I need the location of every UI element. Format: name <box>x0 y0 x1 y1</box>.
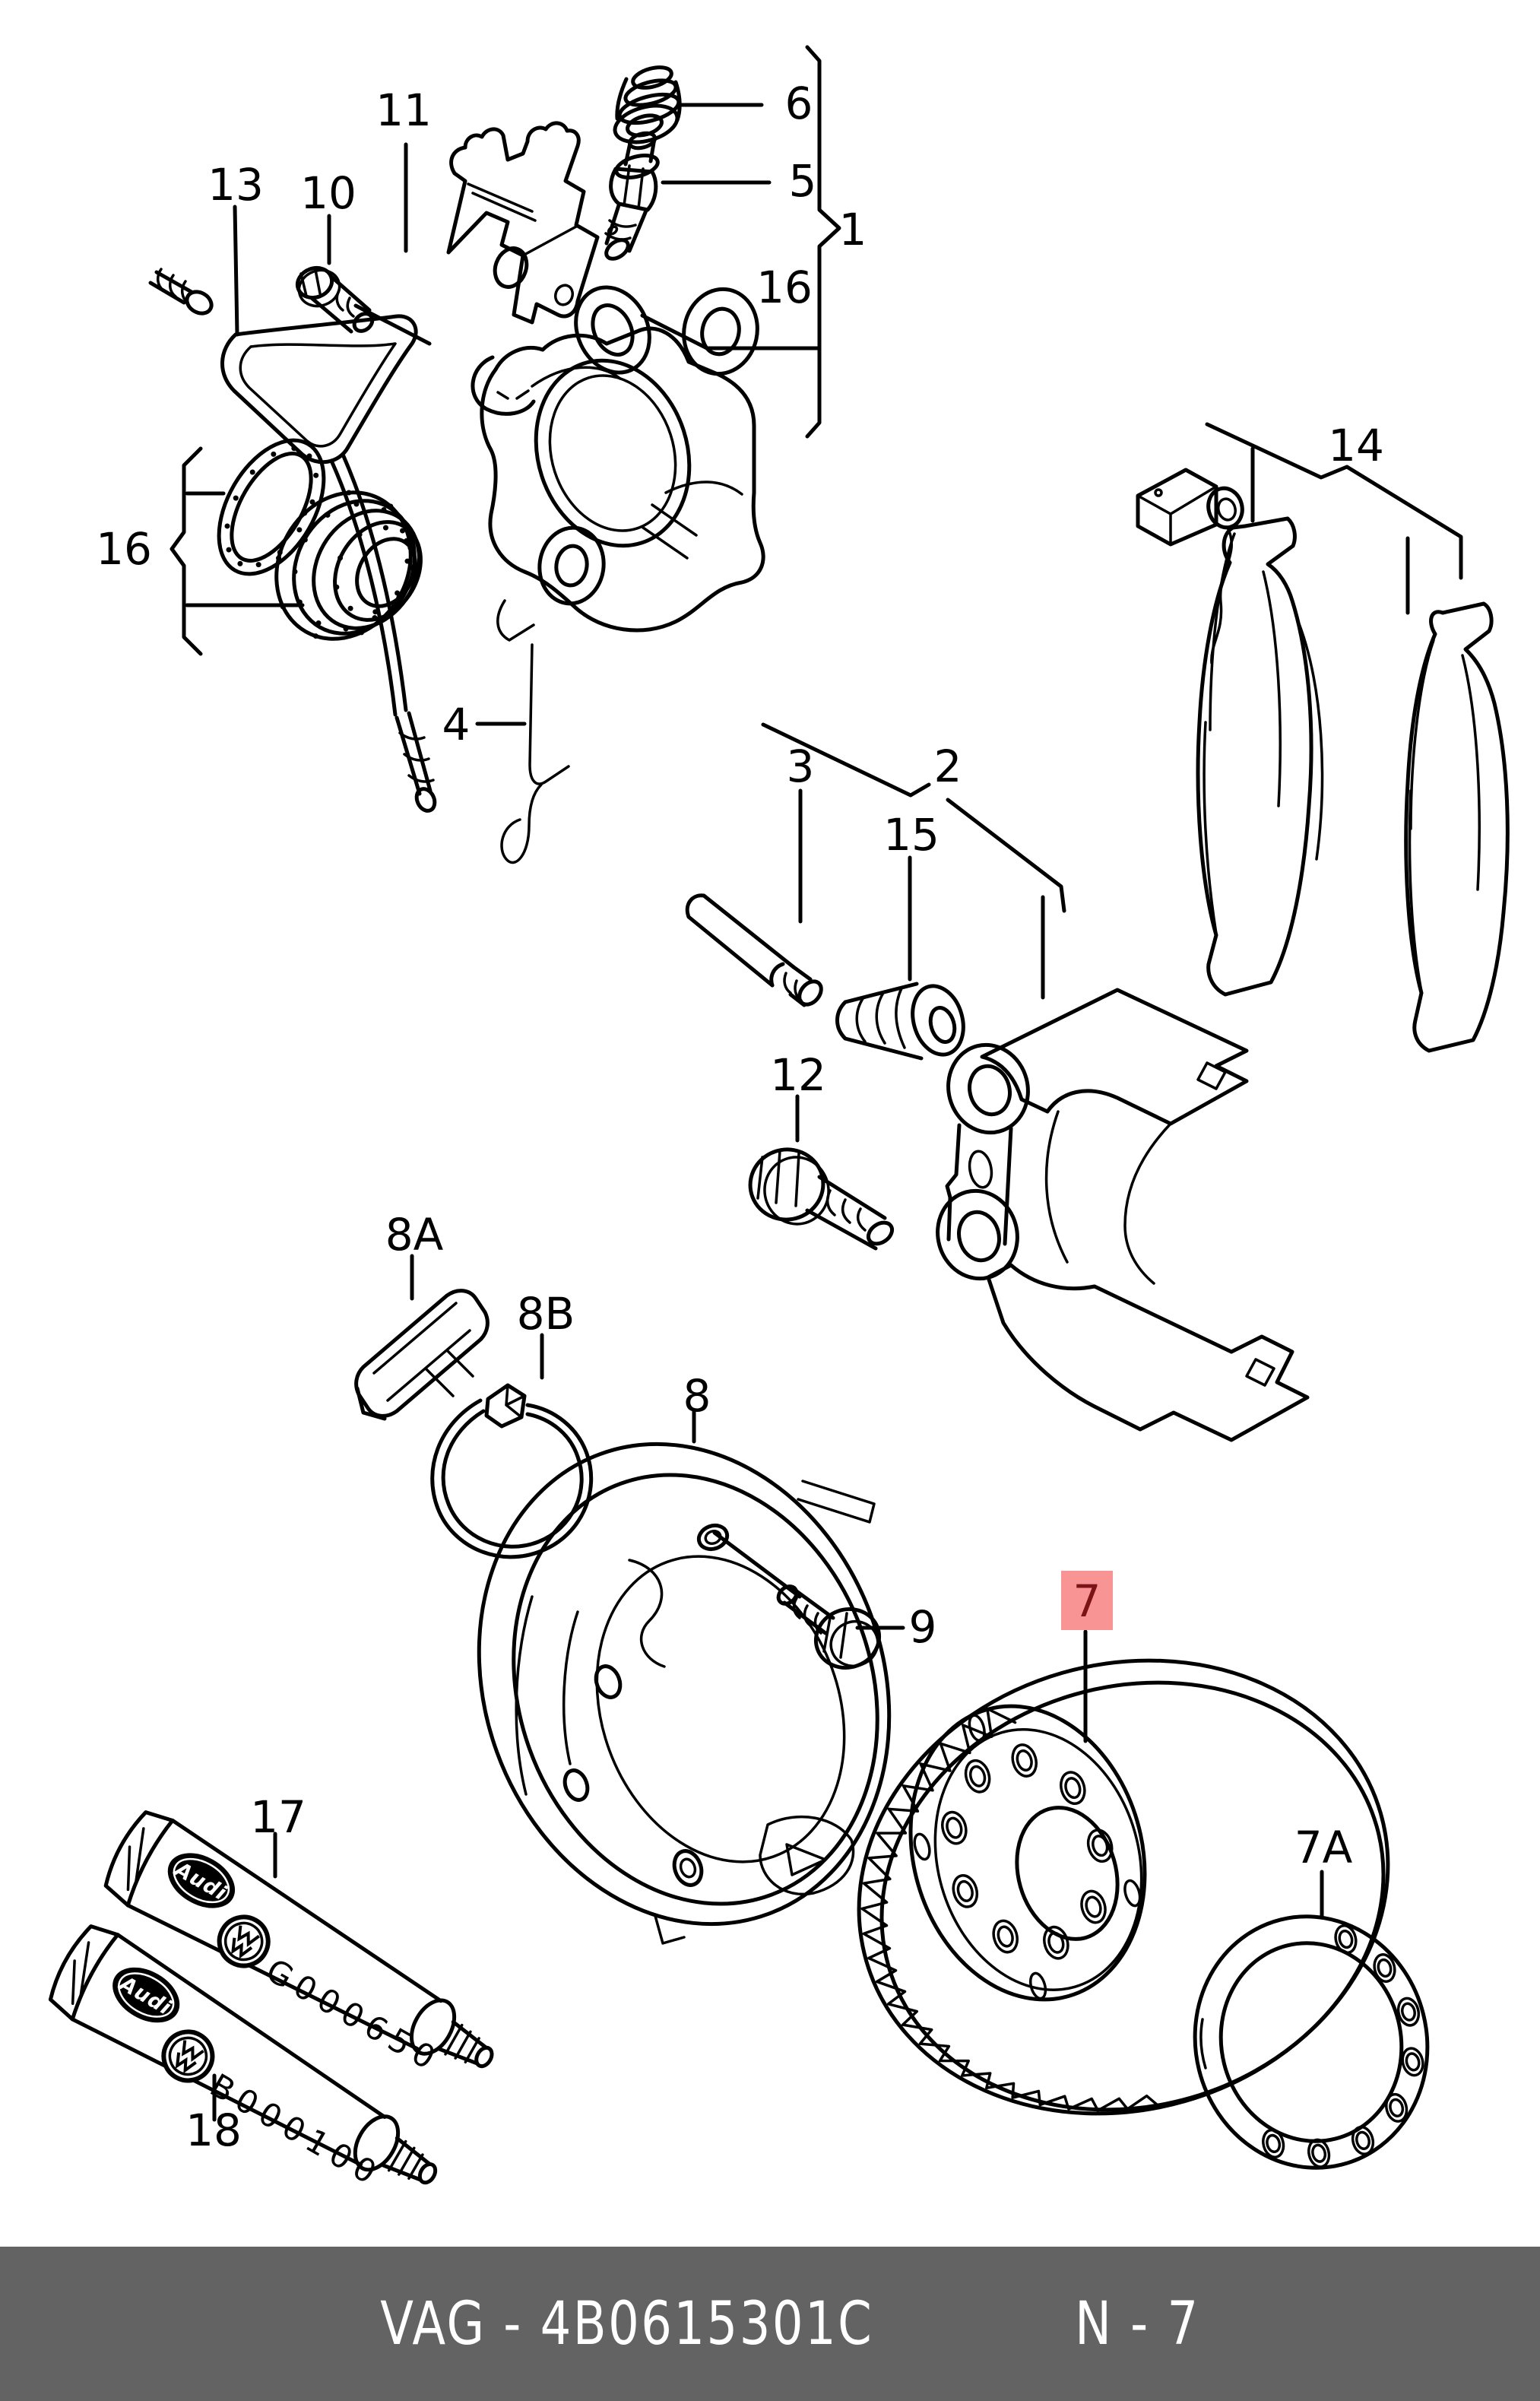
callout-2[interactable]: 2 <box>934 741 962 792</box>
callout-3[interactable]: 3 <box>787 741 815 792</box>
disc-vent-hatch <box>860 1707 1159 2112</box>
callout-1[interactable]: 1 <box>839 204 867 255</box>
grease-tube-17-drawing: Audi G000650 <box>103 1810 494 2080</box>
spring-clip-drawing <box>496 599 570 864</box>
bolt-10-drawing <box>295 265 375 334</box>
footer-bar: VAG - 4B0615301C N - 7 <box>0 2247 1540 2401</box>
caliper-carrier-drawing <box>936 988 1310 1442</box>
audi-badge: Audi <box>167 1853 236 1908</box>
bolt-12-drawing <box>748 1147 895 1251</box>
callout-14[interactable]: 14 <box>1328 420 1384 471</box>
callout-labels: 1 2 3 4 5 6 7 7A 8 8A 8B 9 10 11 12 13 1… <box>96 78 1384 2156</box>
clamp-ring-drawing <box>430 1383 594 1559</box>
callout-7-highlighted[interactable]: 7 <box>1073 1575 1101 1627</box>
disc-face-slots <box>913 1714 1142 2000</box>
bleeder-dust-cap-drawing <box>613 65 682 144</box>
callout-15[interactable]: 15 <box>883 809 940 861</box>
callout-11[interactable]: 11 <box>375 84 432 136</box>
brake-hose-drawing <box>148 268 437 813</box>
callout-8a[interactable]: 8A <box>385 1209 444 1261</box>
callout-13[interactable]: 13 <box>208 159 264 211</box>
callout-8[interactable]: 8 <box>683 1370 711 1422</box>
highlighted-callout-7-box[interactable] <box>1061 1571 1113 1630</box>
bleeder-screw-drawing <box>604 131 660 261</box>
hose-bracket-drawing <box>446 121 600 325</box>
brake-disc-drawing <box>857 1658 1390 2116</box>
callout-17[interactable]: 17 <box>250 1791 306 1843</box>
disc-hub-holes <box>941 1743 1114 1960</box>
vw-logo-icon <box>161 2029 215 2083</box>
brake-caliper-drawing <box>471 285 765 633</box>
callout-8b[interactable]: 8B <box>517 1288 575 1340</box>
abs-ring-holes <box>1262 1924 1424 2168</box>
callout-12[interactable]: 12 <box>770 1049 826 1101</box>
seal-kit-drawing <box>217 438 423 641</box>
seal-kit-dots <box>224 446 415 639</box>
bolt-9-drawing <box>776 1584 882 1670</box>
brake-pads-drawing <box>1136 468 1510 1053</box>
callout-16-right[interactable]: 16 <box>756 262 813 313</box>
callout-7a[interactable]: 7A <box>1294 1822 1353 1873</box>
callout-16-left[interactable]: 16 <box>96 523 152 575</box>
vw-logo-icon <box>217 1914 271 1968</box>
abs-ring-drawing <box>1193 1914 1430 2170</box>
callout-9[interactable]: 9 <box>909 1601 937 1653</box>
footer-page-ref: N - 7 <box>1074 2289 1200 2358</box>
guide-bushing-drawing <box>835 982 965 1061</box>
callout-10[interactable]: 10 <box>300 167 356 219</box>
cap-8a-drawing <box>354 1289 490 1421</box>
guide-pin-drawing <box>685 893 823 1007</box>
callout-4[interactable]: 4 <box>442 699 471 750</box>
callout-6[interactable]: 6 <box>785 78 813 129</box>
callout-18[interactable]: 18 <box>185 2104 242 2156</box>
footer-part-code: VAG - 4B0615301C <box>380 2289 874 2358</box>
callout-5[interactable]: 5 <box>789 155 817 207</box>
audi-badge: Audi <box>112 1967 180 2023</box>
